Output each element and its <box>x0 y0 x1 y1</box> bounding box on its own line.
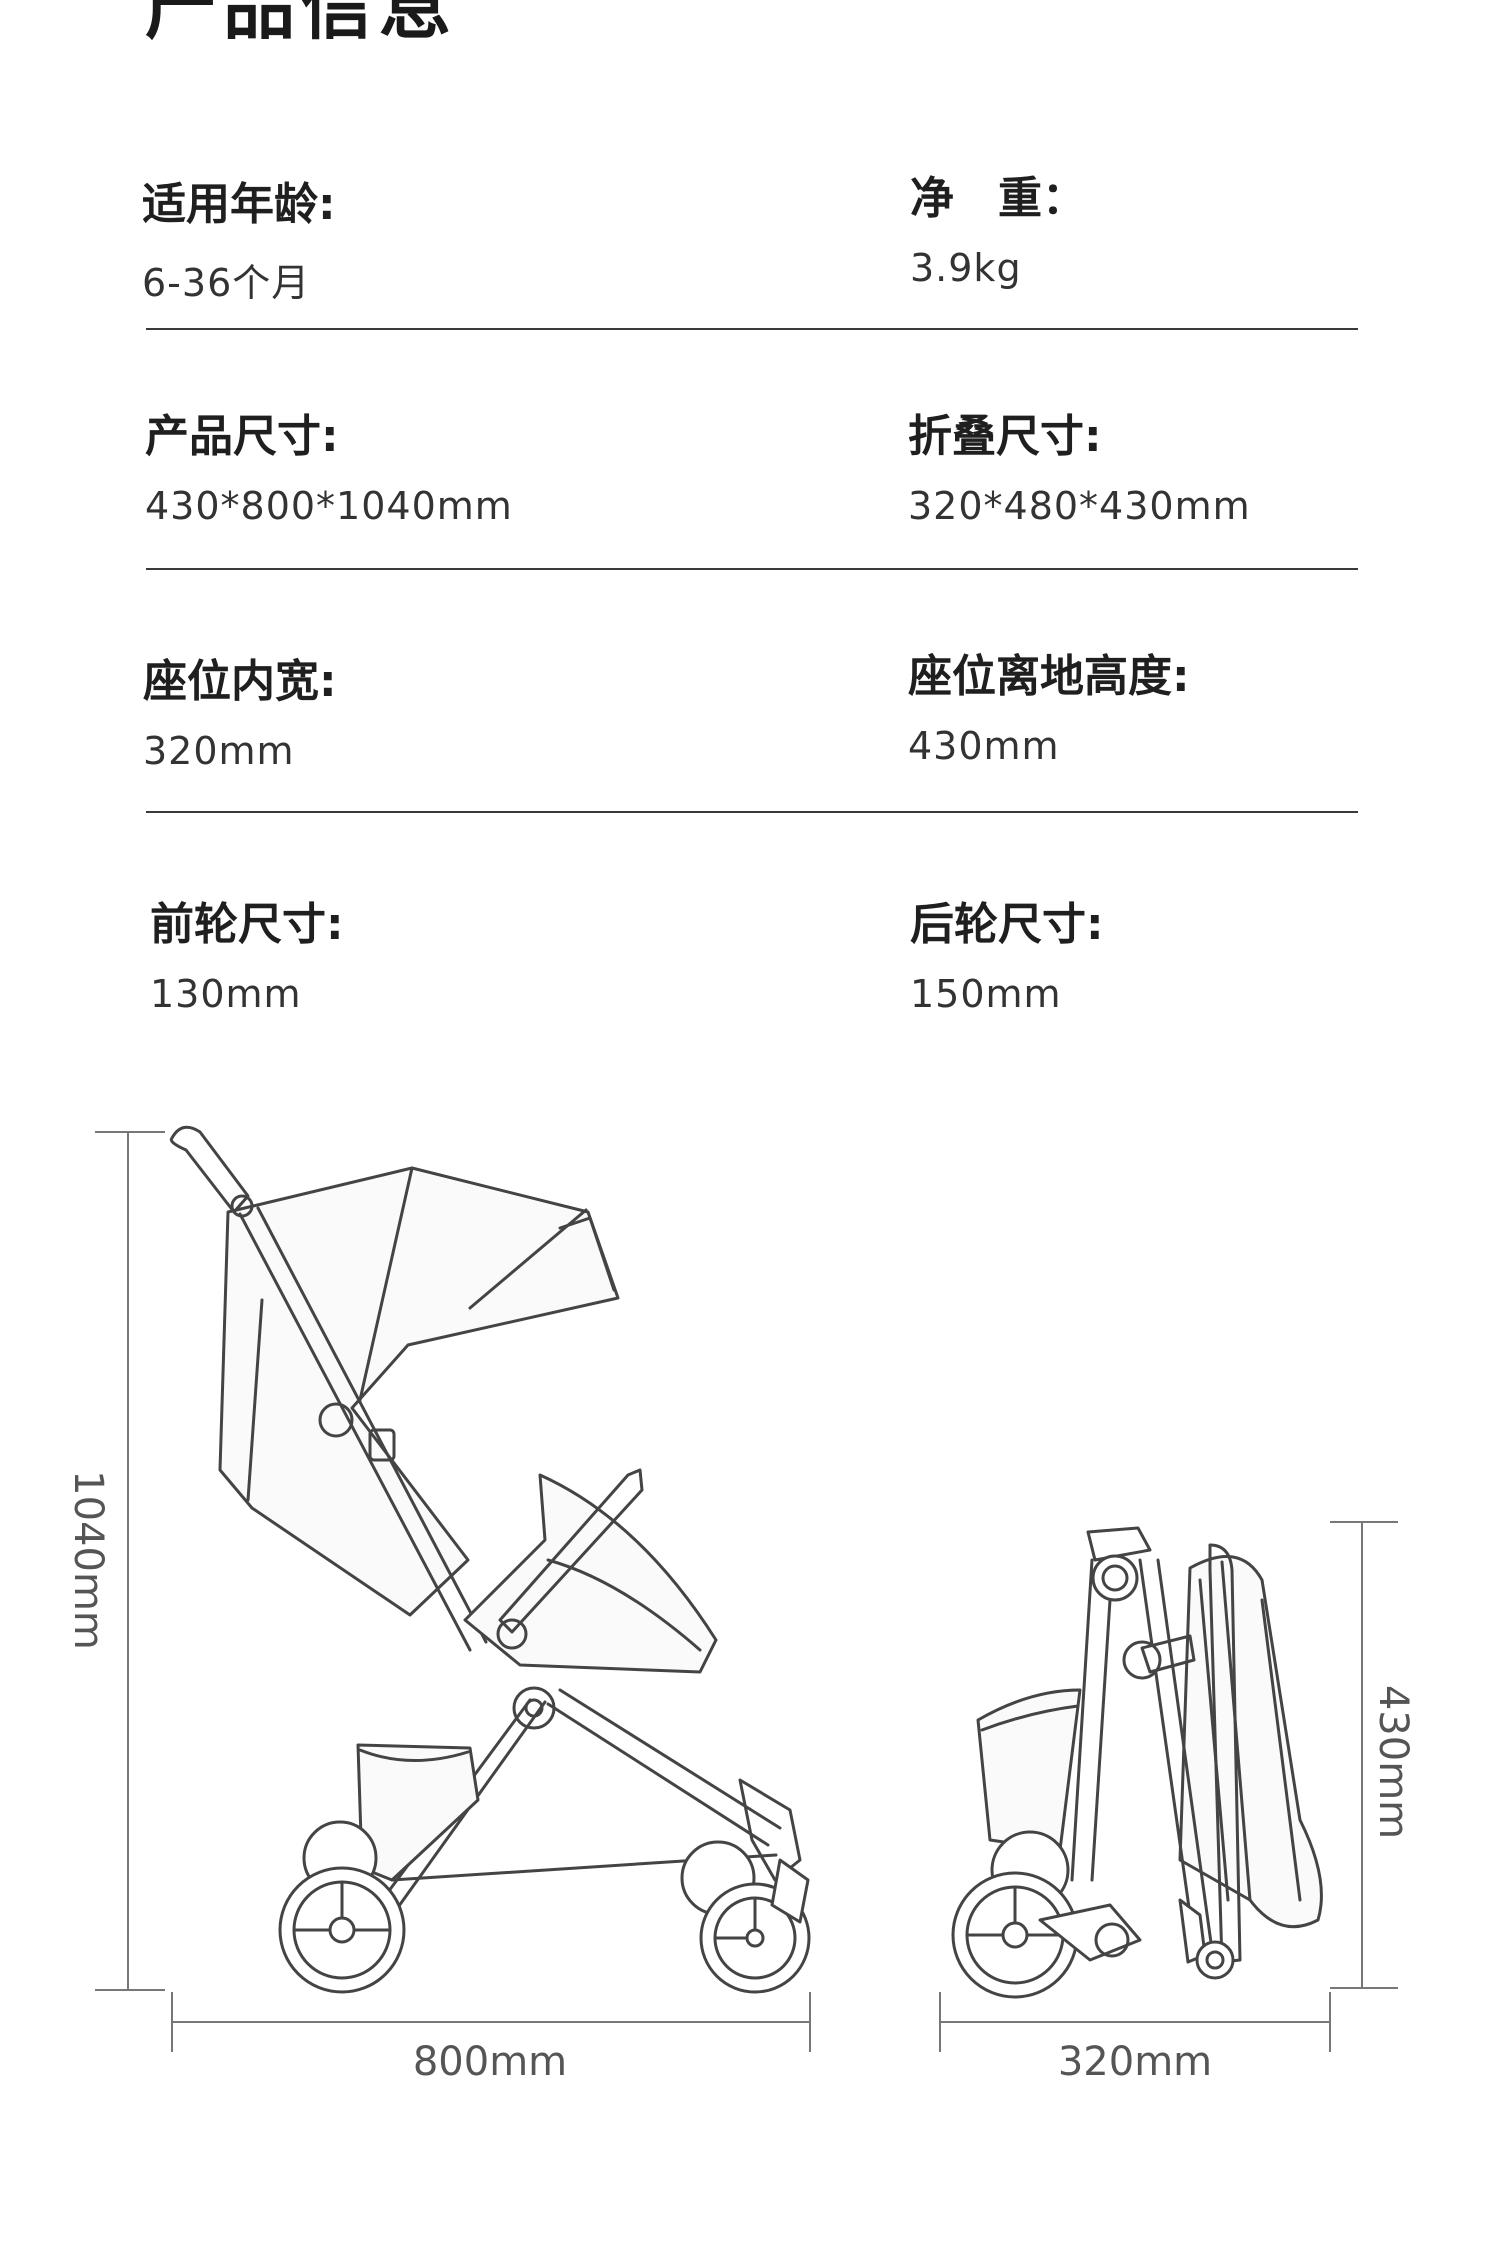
spec-label: 净 重： <box>910 173 1086 224</box>
unfolded-height-label: 1040mm <box>65 1470 111 1650</box>
folded-height-dimension-line <box>1330 1521 1398 1989</box>
spec-value: 6-36个月 <box>142 261 311 305</box>
spec-net-weight: 净 重： 3.9kg <box>910 162 1086 290</box>
stroller-folded <box>951 1526 1323 1999</box>
page-title: 产品信息 <box>145 0 458 49</box>
spec-label: 折叠尺寸: <box>908 411 1102 462</box>
spec-value: 430*800*1040mm <box>145 484 513 528</box>
folded-width-label: 320mm <box>1058 2039 1212 2085</box>
spec-seat-height: 座位离地高度: 430mm <box>908 640 1190 768</box>
spec-label: 座位离地高度: <box>908 651 1190 702</box>
divider <box>146 568 1358 570</box>
spec-label: 后轮尺寸: <box>910 899 1104 950</box>
spec-product-size: 产品尺寸: 430*800*1040mm <box>145 400 513 528</box>
spec-value: 3.9kg <box>910 246 1022 290</box>
divider <box>146 328 1358 330</box>
spec-label: 前轮尺寸: <box>150 899 344 950</box>
spec-value: 150mm <box>910 972 1062 1016</box>
spec-value: 320mm <box>143 729 295 773</box>
stroller-unfolded <box>169 1125 811 1994</box>
spec-front-wheel: 前轮尺寸: 130mm <box>150 888 344 1016</box>
spec-value: 430mm <box>908 724 1060 768</box>
height-dimension-line <box>95 1131 165 1991</box>
folded-width-dimension-line <box>939 1992 1331 2052</box>
unfolded-length-label: 800mm <box>413 2039 567 2085</box>
length-dimension-line <box>171 1992 811 2052</box>
spec-seat-width: 座位内宽: 320mm <box>143 645 337 773</box>
spec-age: 适用年龄: 6-36个月 <box>142 168 336 307</box>
folded-height-label: 430mm <box>1370 1685 1416 1839</box>
spec-value: 320*480*430mm <box>908 484 1251 528</box>
spec-folded-size: 折叠尺寸: 320*480*430mm <box>908 400 1251 528</box>
divider <box>146 811 1358 813</box>
spec-label: 座位内宽: <box>143 656 337 707</box>
stroller-dimension-diagram: 1040mm 800mm <box>65 1125 1416 2085</box>
spec-value: 130mm <box>150 972 302 1016</box>
spec-rear-wheel: 后轮尺寸: 150mm <box>910 888 1104 1016</box>
spec-label: 适用年龄: <box>142 179 336 230</box>
spec-label: 产品尺寸: <box>145 411 339 462</box>
